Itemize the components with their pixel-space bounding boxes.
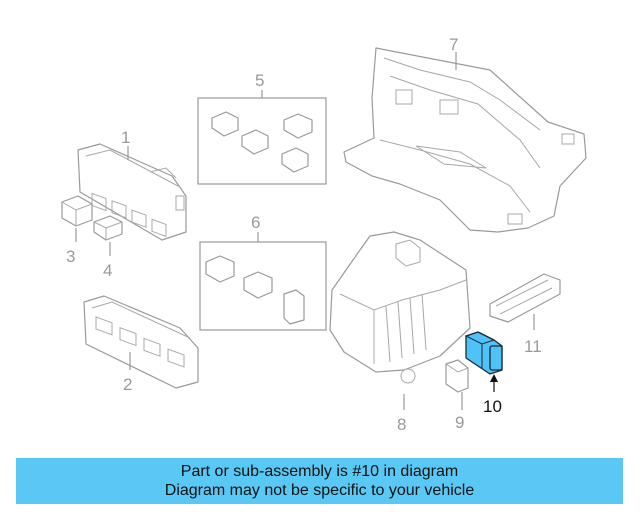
callout-4: 4 <box>103 261 112 280</box>
callout-7: 7 <box>449 35 458 54</box>
part-11-rail <box>489 273 561 323</box>
part-6-connectors <box>205 255 305 325</box>
part-10-fuse <box>464 331 503 375</box>
callout-8: 8 <box>397 415 406 434</box>
callout-10: 10 <box>483 397 502 416</box>
part-1-relay-carrier <box>77 143 187 241</box>
arrow-up-icon <box>490 374 498 382</box>
part-7-bracket <box>343 47 587 233</box>
part-9-clip <box>445 359 469 393</box>
callout-3: 3 <box>66 247 75 266</box>
part-4-relay <box>93 215 123 241</box>
part-8-module-housing <box>329 231 471 384</box>
callout-6: 6 <box>251 213 260 232</box>
part-2-relay-carrier <box>83 295 199 389</box>
part-5-connectors <box>211 111 313 173</box>
callout-1: 1 <box>121 128 130 147</box>
callout-9: 9 <box>455 413 464 432</box>
callout-11: 11 <box>524 337 542 356</box>
parts-diagram: 1 2 3 4 5 6 <box>61 35 587 434</box>
banner-line-2: Diagram may not be specific to your vehi… <box>164 482 475 499</box>
callout-5: 5 <box>255 71 264 90</box>
part-6-kit-box <box>199 241 327 331</box>
callout-2: 2 <box>123 375 132 394</box>
info-banner: Part or sub-assembly is #10 in diagram D… <box>16 458 623 504</box>
banner-line-1: Part or sub-assembly is #10 in diagram <box>180 463 459 480</box>
part-3-relay <box>61 195 93 227</box>
